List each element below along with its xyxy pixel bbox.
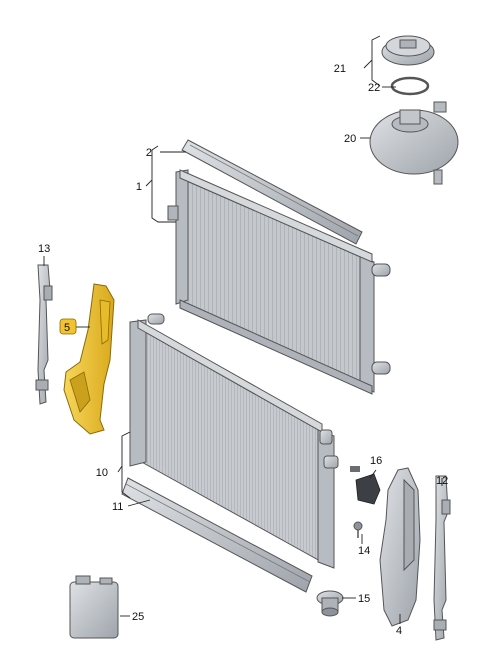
air-guide-highlighted [63, 283, 115, 435]
callout-12: 12 [436, 475, 448, 487]
callout-25: 25 [132, 611, 144, 623]
left-bracket [35, 264, 53, 405]
right-air-guide [379, 467, 421, 627]
bottom-seal-strip [121, 477, 313, 593]
expansion-tank [369, 101, 459, 185]
callout-14: 14 [358, 545, 370, 557]
lower-radiator [129, 313, 339, 569]
callout-labels: 2 1 21 22 20 13 10 11 16 14 15 4 12 25 5 [38, 63, 448, 637]
callout-2: 2 [146, 147, 152, 159]
right-bracket [433, 475, 451, 641]
callout-21: 21 [334, 63, 346, 75]
callout-16: 15 [358, 593, 370, 605]
callout-1: 1 [136, 181, 142, 193]
coolant-container [69, 575, 119, 639]
callout-4: 4 [396, 625, 402, 637]
callout-10: 10 [96, 467, 108, 479]
upper-radiator [167, 169, 391, 395]
callout-15: 16 [370, 455, 382, 467]
clip-bracket [350, 466, 381, 505]
callout-22: 22 [368, 82, 380, 94]
leader-lines [43, 35, 443, 624]
callout-5: 5 [64, 322, 70, 334]
drain-cap [316, 590, 344, 617]
o-ring [390, 76, 430, 96]
callout-5-highlight [59, 318, 77, 335]
top-seal-strip [181, 139, 363, 245]
screw [353, 521, 363, 538]
callout-11: 11 [112, 501, 123, 513]
callout-20: 20 [344, 133, 356, 145]
callout-13: 13 [38, 243, 50, 255]
tank-cap [381, 35, 435, 66]
